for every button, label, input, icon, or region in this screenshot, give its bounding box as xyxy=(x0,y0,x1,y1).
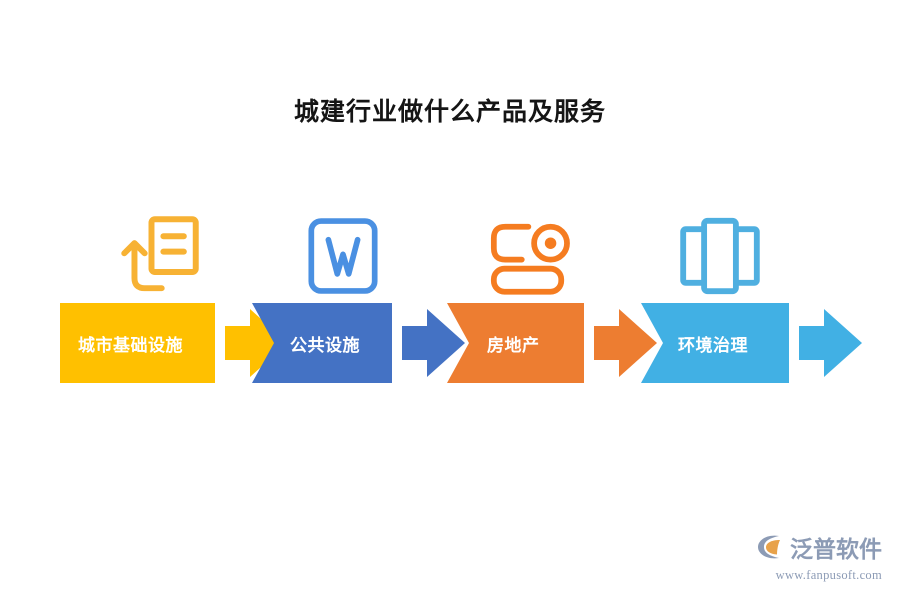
carousel-cards-icon xyxy=(660,200,780,295)
logo-row: 泛普软件 xyxy=(752,532,882,566)
logo-url-text: www.fanpusoft.com xyxy=(775,568,882,582)
page-title: 城建行业做什么产品及服务 xyxy=(293,98,606,126)
flow-arrow-4[interactable] xyxy=(641,303,862,383)
flow-stage-4[interactable]: 环境治理 xyxy=(641,200,862,390)
process-flow-diagram: 城市基础设施公共设施房地产环境治理 xyxy=(0,200,900,400)
flow-arrow-2[interactable] xyxy=(252,303,465,383)
flow-stage-1[interactable]: 城市基础设施 xyxy=(60,200,288,390)
flow-arrow-1[interactable] xyxy=(60,303,288,383)
word-document-icon xyxy=(283,200,403,295)
logo-brand-text: 泛普软件 xyxy=(790,535,882,562)
flow-arrow-3[interactable] xyxy=(447,303,657,383)
flow-stage-3[interactable]: 房地产 xyxy=(447,200,657,390)
fanpu-swoosh-logo-icon xyxy=(757,533,787,566)
document-upload-icon xyxy=(100,200,220,295)
camera-device-icon xyxy=(470,200,590,295)
brand-logo: 泛普软件 www.fanpusoft.com xyxy=(752,532,882,588)
flow-stage-2[interactable]: 公共设施 xyxy=(252,200,465,390)
